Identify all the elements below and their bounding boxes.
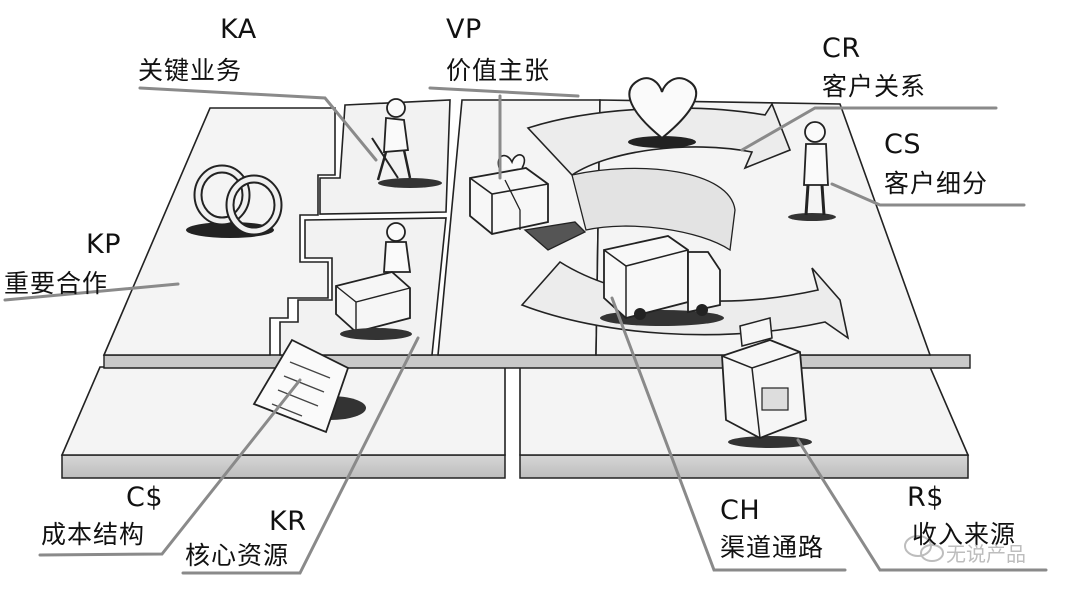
gift-box-icon [469,154,587,251]
cr-code: CR [822,33,861,64]
cost-name: 成本结构 [41,520,146,549]
cost-code: C$ [126,482,164,513]
ka-name: 关键业务 [138,56,243,85]
ch-code: CH [720,495,761,526]
cs-name: 客户细分 [884,169,989,198]
kr-code: KR [269,506,307,537]
cr-name: 客户关系 [822,72,927,101]
kr-name: 核心资源 [185,541,290,570]
upper-board-side [103,354,971,369]
rings-icon [186,164,283,238]
heart-icon [628,77,698,148]
kp-leader [3,282,180,302]
leader-lines [3,86,1048,575]
cash-register-icon [721,317,812,448]
ka-leader [138,86,378,162]
cs-leader [830,182,1026,207]
resource-worker-icon [335,222,412,340]
ch-leader [610,296,847,572]
ka-code: KA [220,14,257,45]
watermark-text: 无说产品 [946,542,1026,566]
rev-code: R$ [907,482,944,513]
rev-leader [796,438,1048,572]
watermark-icon [904,535,944,562]
vp-leader [428,86,580,180]
ch-name: 渠道通路 [720,533,825,562]
kp-name: 重要合作 [4,269,109,298]
customer-figure-icon [788,121,836,221]
rev-name: 收入来源 [912,520,1017,549]
worker-icon [371,98,442,188]
cs-code: CS [884,129,921,160]
truck-icon [600,235,724,326]
vp-name: 价值主张 [446,56,551,85]
vp-code: VP [446,14,482,45]
customer-segments-arc [571,167,736,252]
cr-leader [740,106,998,152]
lower-slab-sides [61,454,969,479]
kr-leader [181,336,420,575]
cost-leader [38,378,302,557]
kp-code: KP [86,229,121,260]
